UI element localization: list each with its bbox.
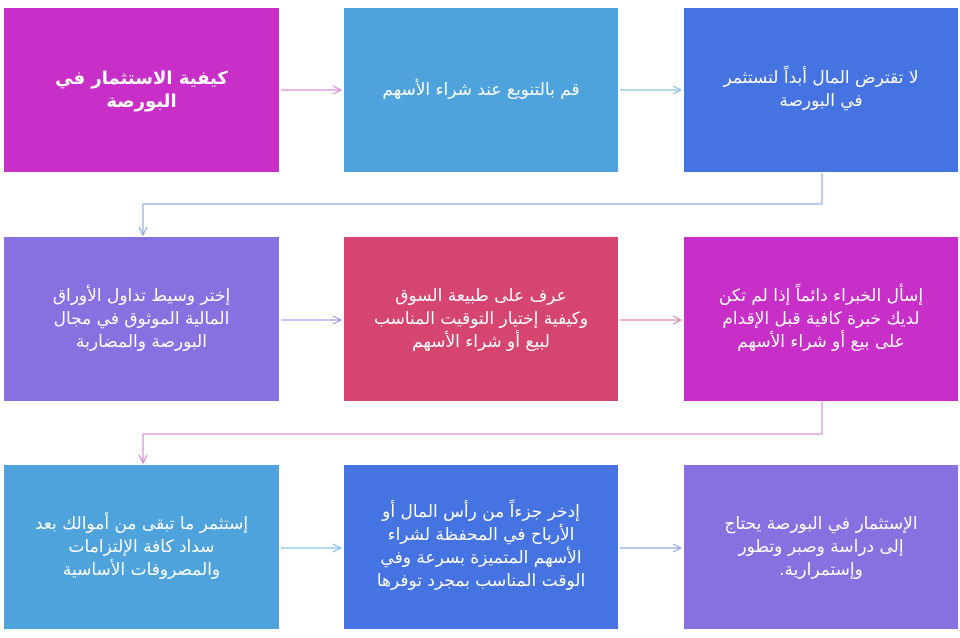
node-market-timing: عرف على طبيعة السوق وكيفية إختيار التوقي… — [344, 237, 618, 401]
node-choose-broker: إختر وسيط تداول الأوراق المالية الموثوق … — [4, 237, 279, 401]
node-diversify: قم بالتنويع عند شراء الأسهم — [344, 8, 618, 172]
node-patience: الإستثمار في البورصة يحتاج إلى دراسة وصب… — [684, 465, 958, 629]
node-save-capital: إدخر جزءاً من رأس المال أو الأرباح في ال… — [344, 465, 618, 629]
node-no-borrowing: لا تقترض المال أبداً لتستثمر في البورصة — [684, 8, 958, 172]
arrow-n6-n7 — [143, 402, 823, 463]
node-ask-experts: إسأل الخبراء دائماً إذا لم تكن لديك خبرة… — [684, 237, 958, 401]
node-invest-remainder: إستثمر ما تبقى من أموالك بعد سداد كافة ا… — [4, 465, 279, 629]
node-title: كيفية الاستثمار في البورصة — [4, 8, 279, 172]
arrow-n3-n4 — [143, 173, 823, 235]
